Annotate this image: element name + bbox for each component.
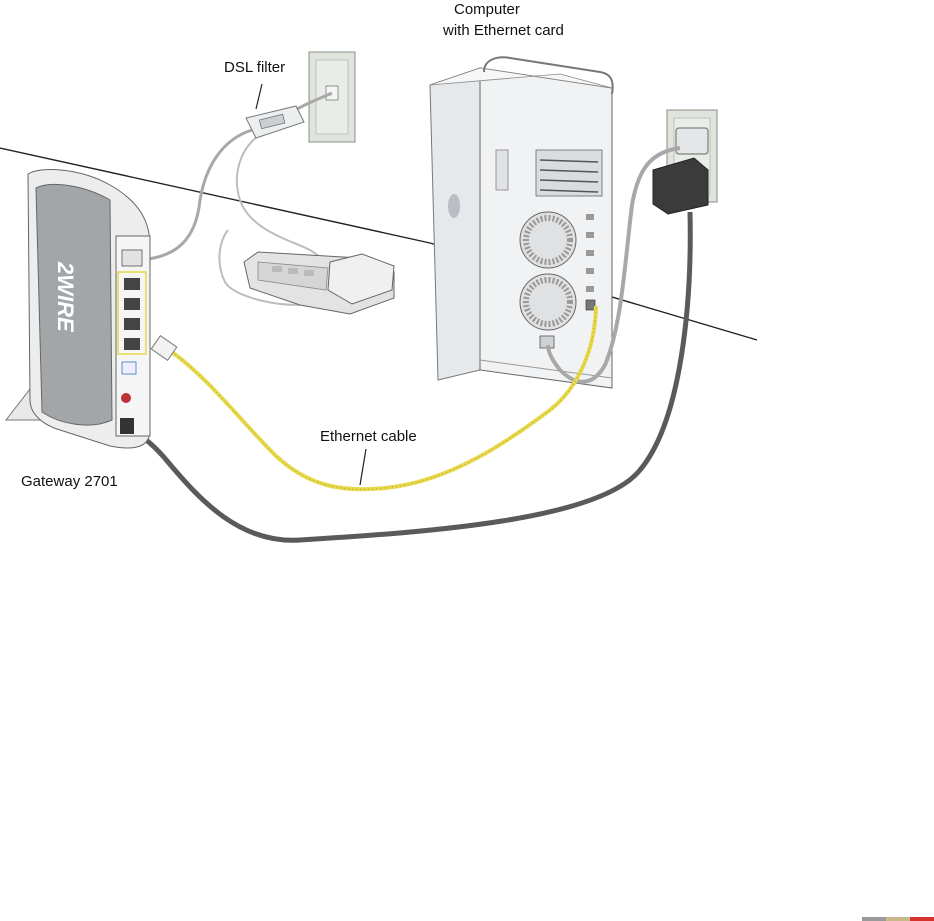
computer-label-line1: Computer <box>454 1 520 18</box>
computer-tower <box>430 57 613 388</box>
dsl-filter-device <box>246 106 304 138</box>
phone-wall-jack <box>309 52 355 142</box>
telephone <box>244 252 394 314</box>
dsl-filter-leader <box>256 84 262 109</box>
footer-color-bar <box>862 917 934 921</box>
gateway-label: Gateway 2701 <box>21 473 118 490</box>
power-adapter <box>653 128 708 214</box>
ethernet-plug <box>151 336 177 361</box>
filter-to-gateway-cable <box>138 130 252 260</box>
ethernet-cable-label: Ethernet cable <box>320 428 417 445</box>
ethernet-cable-leader <box>360 449 366 485</box>
dsl-filter-label: DSL filter <box>224 59 285 76</box>
gateway-brand-logo: 2WIRE <box>53 261 78 333</box>
computer-label-line2: with Ethernet card <box>442 22 564 39</box>
